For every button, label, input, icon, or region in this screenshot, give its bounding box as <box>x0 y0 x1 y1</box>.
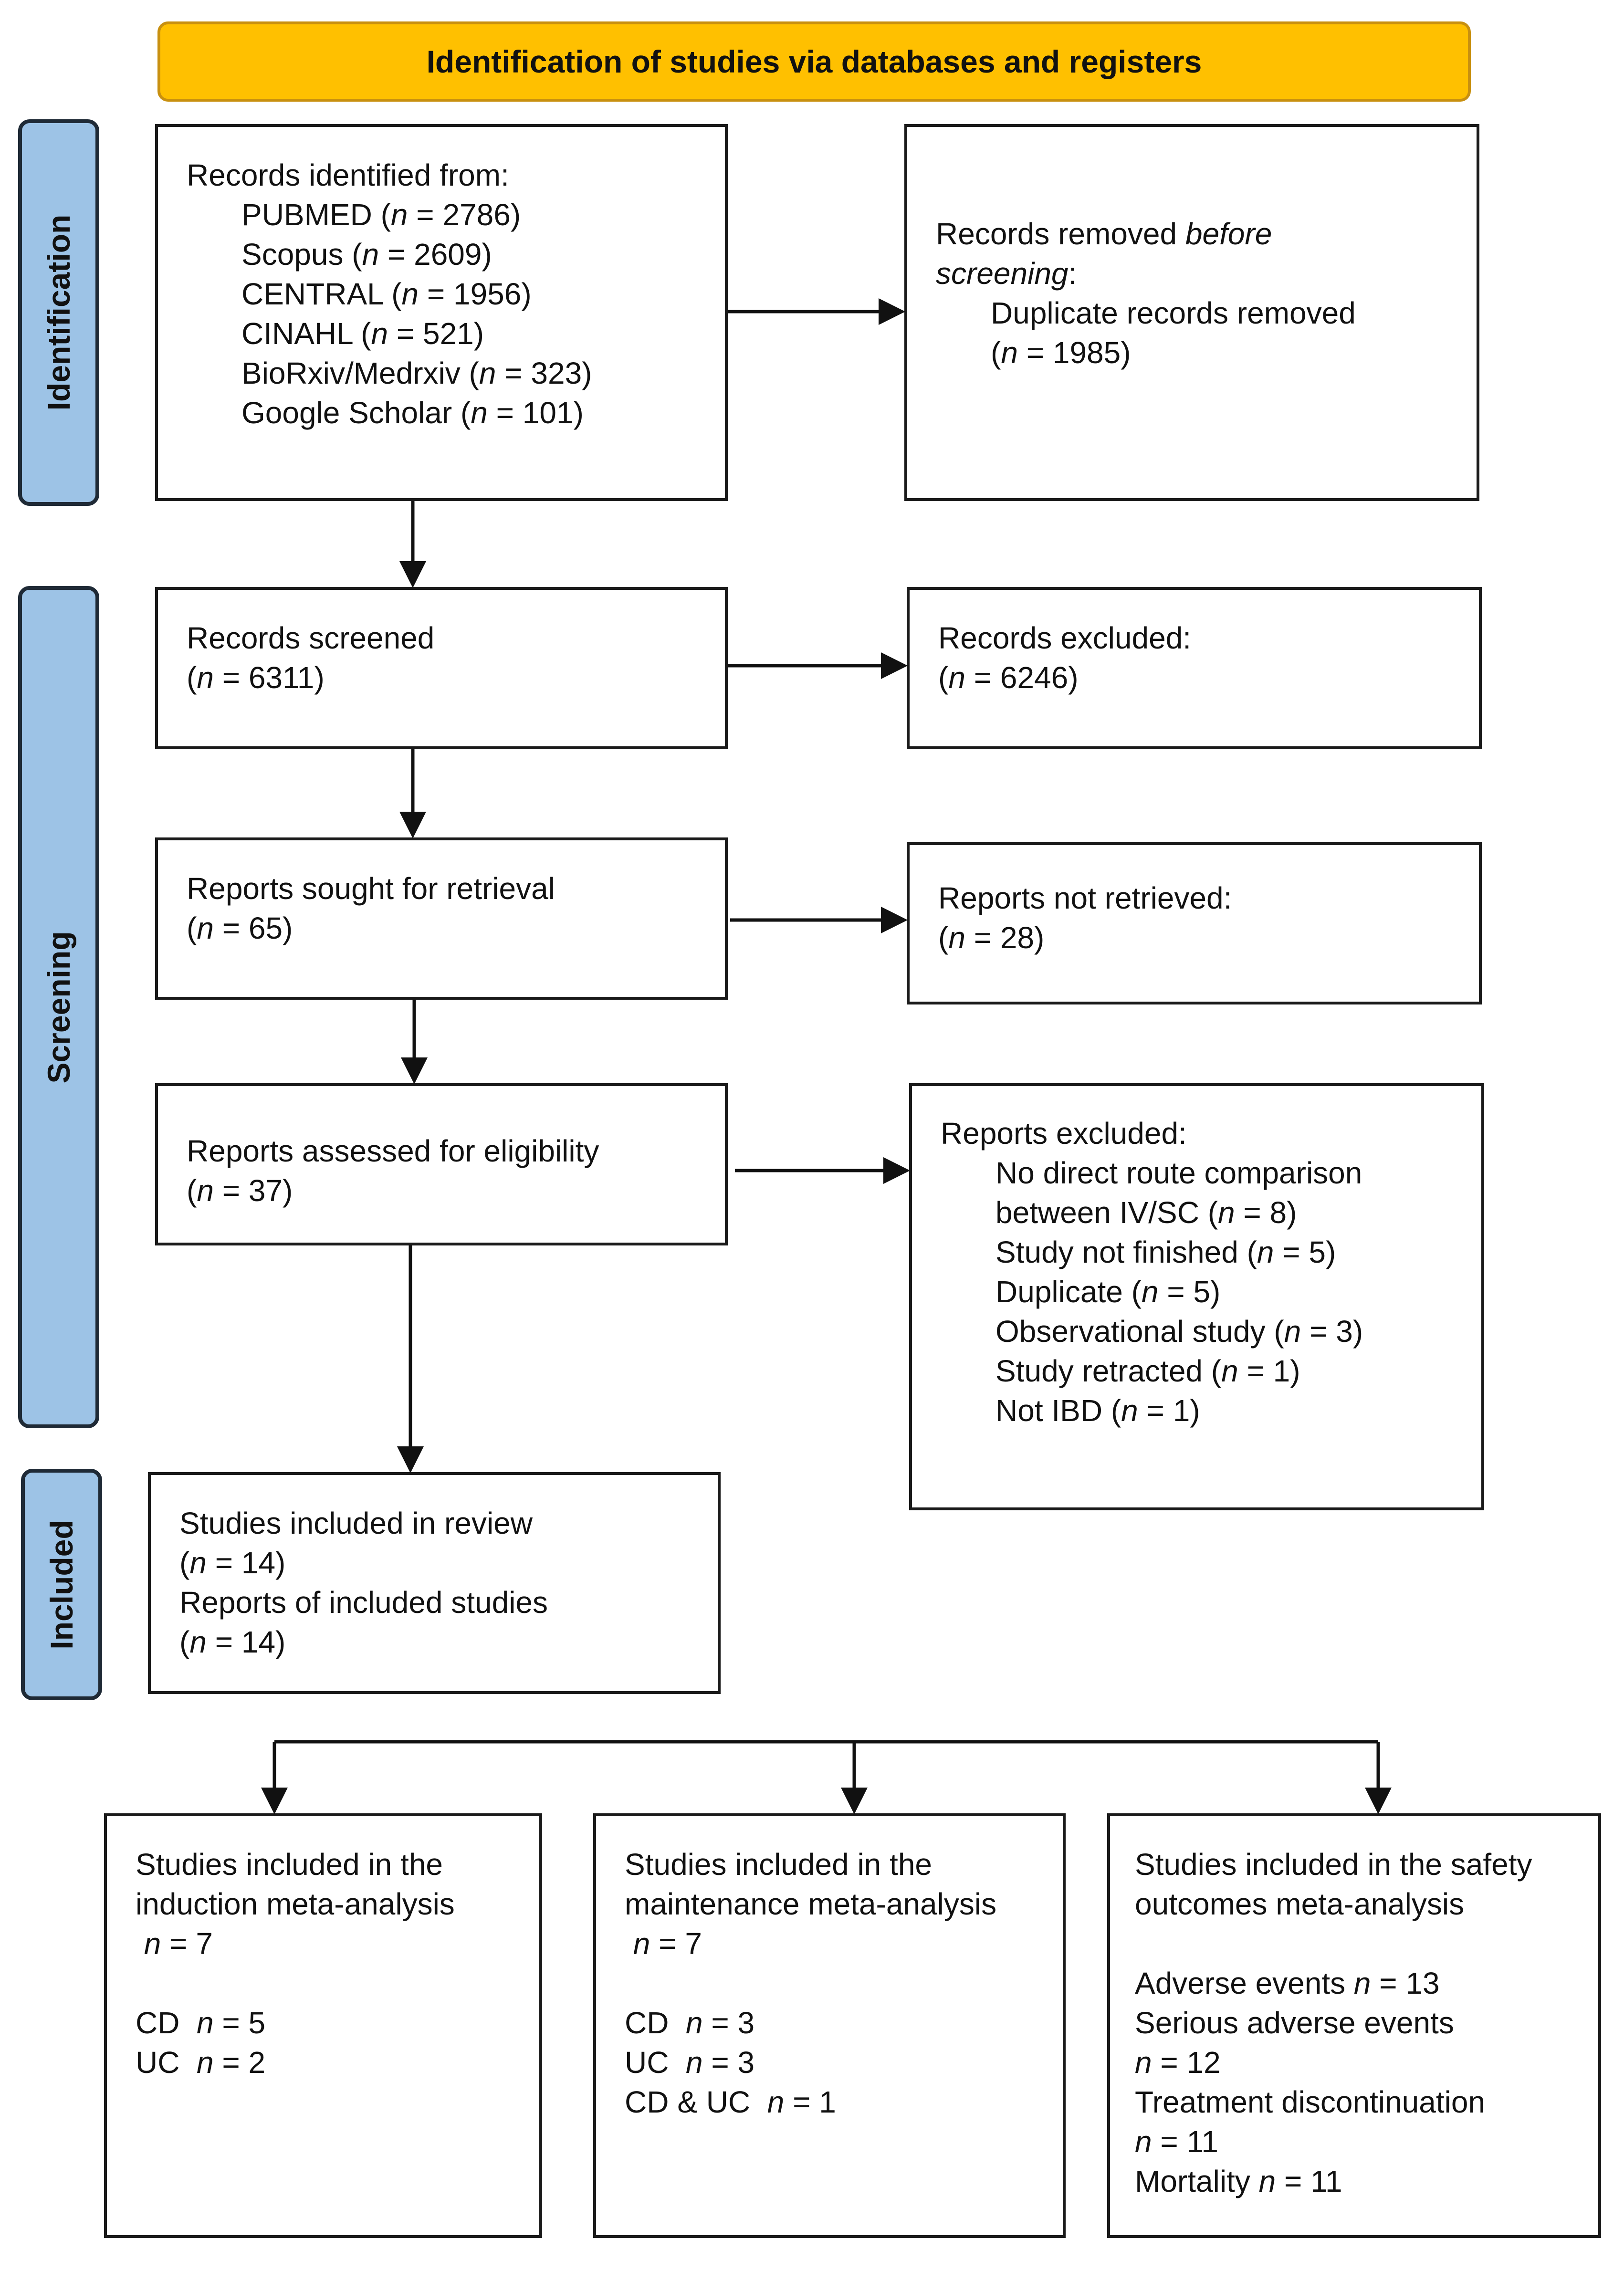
safety-meta-box: Studies included in the safety outcomes … <box>1107 1813 1601 2238</box>
safety-adverse: Adverse events n = 13 <box>1135 1966 1440 2000</box>
reports-not-retrieved-label: Reports not retrieved: <box>938 881 1232 915</box>
header-title: Identification of studies via databases … <box>426 44 1202 79</box>
safety-serious-count: n = 12 <box>1135 2045 1221 2080</box>
reports-included-label: Reports of included studies <box>179 1585 548 1620</box>
maintenance-meta-box: Studies included in the maintenance meta… <box>593 1813 1066 2238</box>
induction-meta-box: Studies included in the induction meta-a… <box>104 1813 542 2238</box>
source-row: CINAHL (n = 521) <box>241 316 484 351</box>
induction-item: CD n = 5 <box>136 2006 266 2040</box>
exclusion-reason: Study retracted (n = 1) <box>995 1354 1300 1388</box>
maintenance-title-2: maintenance meta-analysis <box>625 1887 997 1921</box>
phase-screening: Screening <box>18 586 99 1428</box>
safety-title: Studies included in the safety <box>1135 1847 1532 1882</box>
reports-excluded-label: Reports excluded: <box>941 1116 1187 1151</box>
source-row: CENTRAL (n = 1956) <box>241 277 532 311</box>
safety-discontinuation-label: Treatment discontinuation <box>1135 2085 1486 2119</box>
reports-assessed-box: Reports assessed for eligibility (n = 37… <box>155 1083 728 1245</box>
records-excluded-box: Records excluded: (n = 6246) <box>907 587 1482 749</box>
exclusion-reason: Observational study (n = 3) <box>995 1314 1363 1349</box>
exclusion-reason: Not IBD (n = 1) <box>995 1393 1200 1428</box>
records-removed-title: Records removed before <box>936 217 1272 251</box>
source-row: PUBMED (n = 2786) <box>241 198 521 232</box>
safety-serious-label: Serious adverse events <box>1135 2006 1454 2040</box>
source-row: Scopus (n = 2609) <box>241 237 492 272</box>
records-screened-box: Records screened (n = 6311) <box>155 587 728 749</box>
duplicates-removed-label: Duplicate records removed <box>991 296 1356 330</box>
phase-identification: Identification <box>18 119 99 506</box>
induction-title-2: induction meta-analysis <box>136 1887 455 1921</box>
exclusion-reason: Study not finished (n = 5) <box>995 1235 1336 1269</box>
induction-title: Studies included in the <box>136 1847 443 1882</box>
records-removed-box: Records removed before screening: Duplic… <box>904 124 1479 501</box>
records-excluded-label: Records excluded: <box>938 621 1192 655</box>
safety-mortality: Mortality n = 11 <box>1135 2164 1342 2198</box>
source-row: Google Scholar (n = 101) <box>241 396 584 430</box>
reports-not-retrieved-count: (n = 28) <box>938 921 1045 955</box>
reports-assessed-count: (n = 37) <box>187 1173 293 1208</box>
studies-included-count: (n = 14) <box>179 1546 286 1580</box>
exclusion-reason: between IV/SC (n = 8) <box>995 1195 1297 1230</box>
exclusion-reason: Duplicate (n = 5) <box>995 1275 1221 1309</box>
exclusion-reason: No direct route comparison <box>995 1156 1362 1190</box>
reports-not-retrieved-box: Reports not retrieved: (n = 28) <box>907 842 1482 1004</box>
maintenance-item: CD & UC n = 1 <box>625 2085 836 2119</box>
maintenance-item: UC n = 3 <box>625 2045 755 2080</box>
phase-included: Included <box>21 1469 102 1700</box>
reports-assessed-label: Reports assessed for eligibility <box>187 1134 599 1168</box>
reports-excluded-box: Reports excluded: No direct route compar… <box>909 1083 1484 1510</box>
records-screened-count: (n = 6311) <box>187 660 325 695</box>
reports-included-count: (n = 14) <box>179 1625 286 1659</box>
reports-sought-label: Reports sought for retrieval <box>187 871 555 906</box>
reports-sought-count: (n = 65) <box>187 911 293 945</box>
induction-item: UC n = 2 <box>136 2045 266 2080</box>
records-screened-label: Records screened <box>187 621 435 655</box>
records-identified-box: Records identified from: PUBMED (n = 278… <box>155 124 728 501</box>
studies-included-box: Studies included in review (n = 14) Repo… <box>148 1472 721 1694</box>
safety-discontinuation-count: n = 11 <box>1135 2124 1218 2159</box>
records-removed-title-2: screening: <box>936 256 1077 291</box>
maintenance-count: n = 7 <box>633 1926 702 1961</box>
header-banner: Identification of studies via databases … <box>157 21 1471 102</box>
source-row: BioRxiv/Medrxiv (n = 323) <box>241 356 592 390</box>
maintenance-item: CD n = 3 <box>625 2006 755 2040</box>
maintenance-title: Studies included in the <box>625 1847 932 1882</box>
records-excluded-count: (n = 6246) <box>938 660 1079 695</box>
records-identified-title: Records identified from: <box>187 158 509 192</box>
duplicates-removed-count: (n = 1985) <box>991 335 1131 370</box>
studies-included-label: Studies included in review <box>179 1506 533 1540</box>
safety-title-2: outcomes meta-analysis <box>1135 1887 1465 1921</box>
reports-sought-box: Reports sought for retrieval (n = 65) <box>155 837 728 1000</box>
induction-count: n = 7 <box>144 1926 213 1961</box>
